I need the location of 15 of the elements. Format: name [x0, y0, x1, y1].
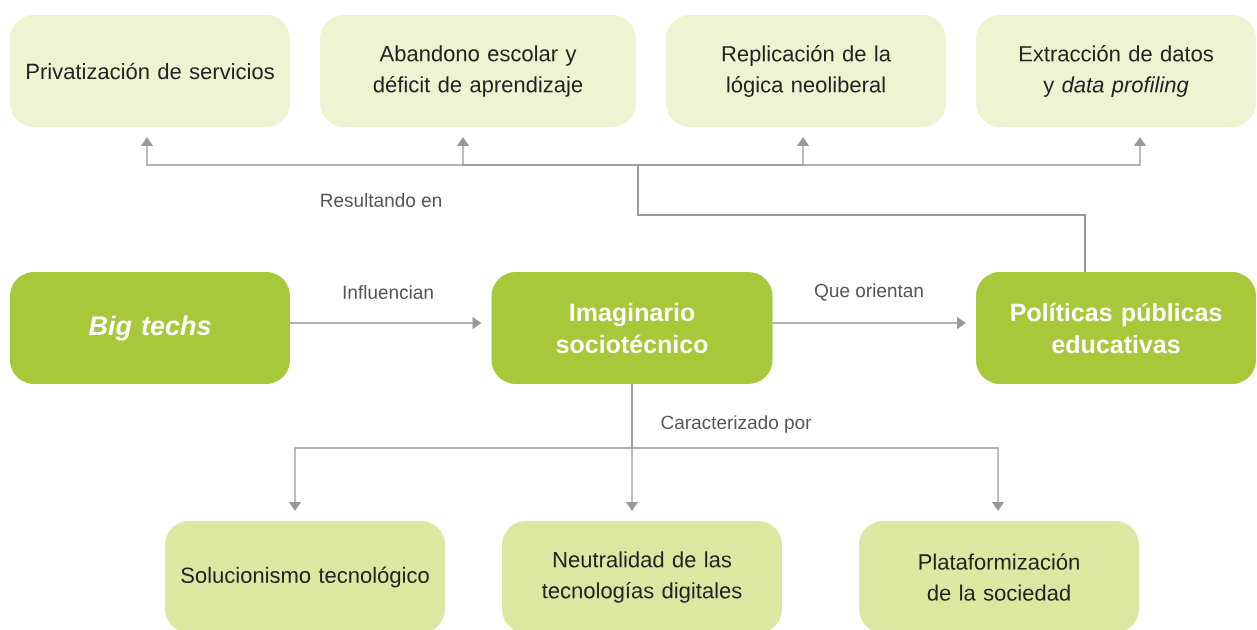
edge-label: Resultando en: [317, 191, 445, 209]
edge-label: Influencian: [340, 283, 436, 301]
outcome-box: Extracción de datos y data profiling: [976, 15, 1256, 127]
edge-label: Caracterizado por: [658, 413, 814, 435]
feature-box: Solucionismo tecnológico: [165, 521, 445, 630]
feature-box: Neutralidad de las tecnologías digitales: [502, 521, 782, 630]
concept-box: Big techs: [10, 272, 290, 384]
concept-box: Imaginario sociotécnico: [491, 272, 773, 384]
outcome-box: Replicación de la lógica neoliberal: [666, 15, 946, 127]
outcome-box: Privatización de servicios: [10, 15, 290, 127]
arrow: [631, 383, 1005, 511]
feature-box: Plataformización de la sociedad: [859, 521, 1139, 630]
edge-label: Que orientan: [812, 281, 926, 303]
outcome-box: Abandono escolar y déficit de aprendizaje: [320, 15, 636, 127]
concept-box: Políticas públicas educativas: [976, 272, 1256, 384]
